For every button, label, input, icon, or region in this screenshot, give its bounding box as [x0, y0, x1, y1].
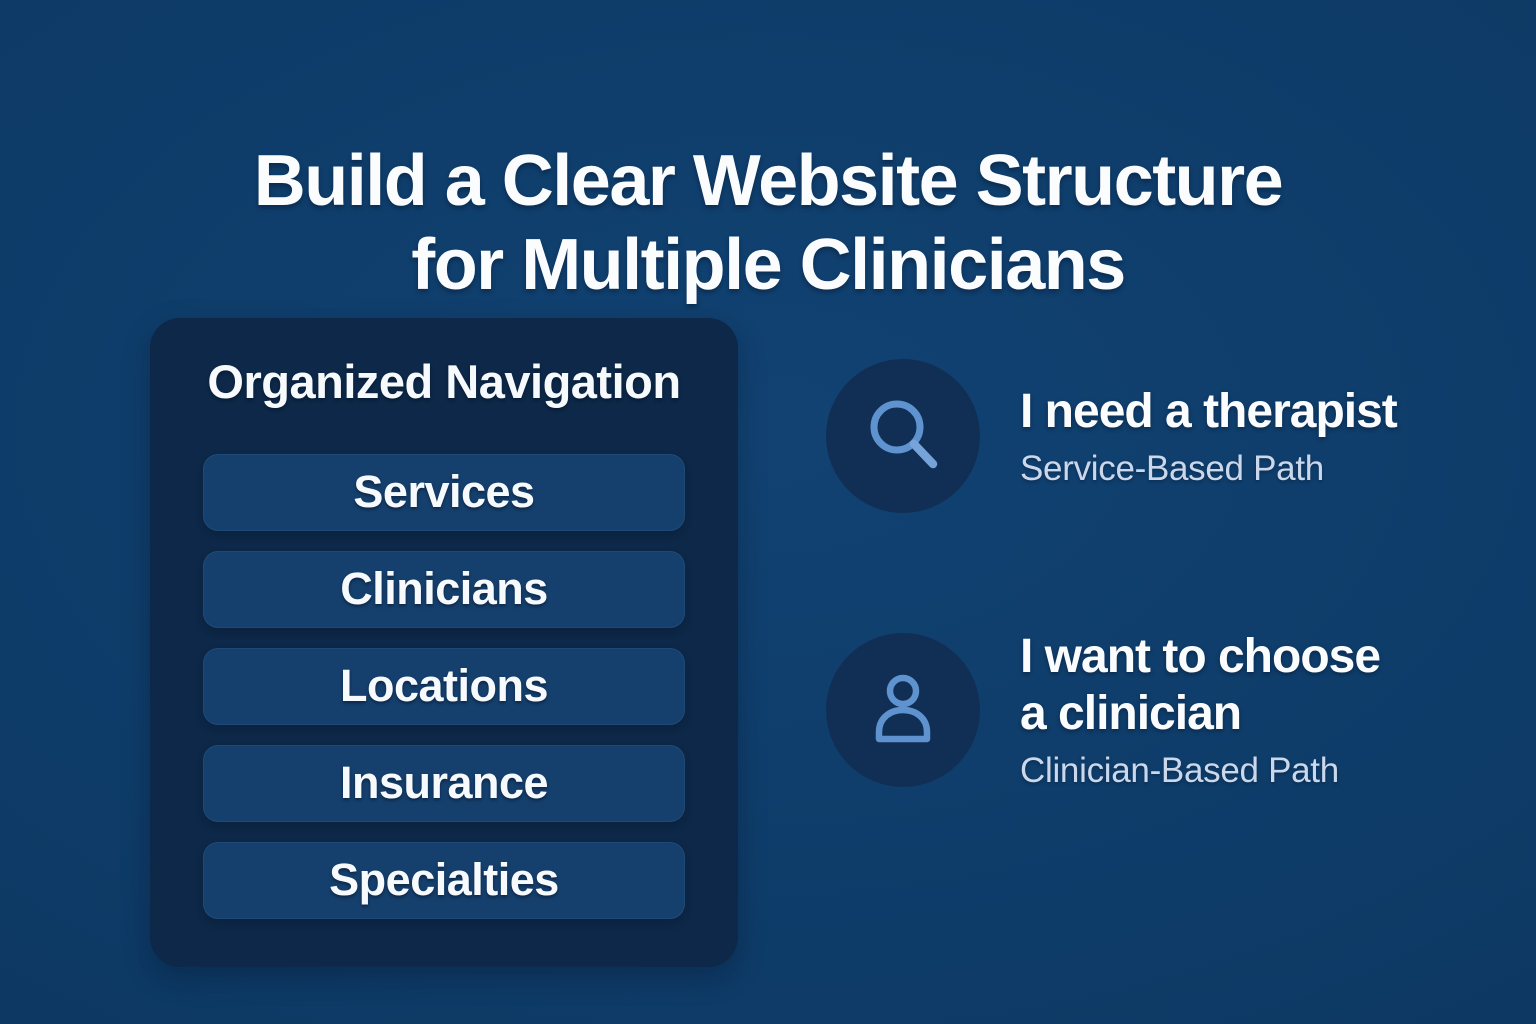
search-icon-circle [826, 359, 980, 513]
organized-navigation-card: Organized Navigation Services Clinicians… [150, 318, 738, 967]
person-icon-circle [826, 632, 980, 787]
clinician-path-title: I want to choose a clinician [1020, 628, 1381, 742]
search-icon [853, 386, 953, 486]
nav-button-locations[interactable]: Locations [203, 647, 685, 725]
page-title: Build a Clear Website Structure for Mult… [0, 140, 1536, 307]
service-path-subtitle: Service-Based Path [1020, 449, 1324, 489]
page-title-line2: for Multiple Clinicians [411, 224, 1126, 305]
nav-button-list: Services Clinicians Locations Insurance … [203, 453, 685, 919]
clinician-path-row: I want to choose a clinician Clinician-B… [826, 628, 1381, 791]
page-title-line1: Build a Clear Website Structure [253, 141, 1284, 222]
nav-button-clinicians[interactable]: Clinicians [203, 550, 685, 628]
clinician-path-title-line1: I want to choose [1020, 630, 1381, 683]
service-path-text: I need a therapist Service-Based Path [1020, 383, 1398, 489]
clinician-path-text: I want to choose a clinician Clinician-B… [1020, 628, 1381, 791]
nav-button-specialties[interactable]: Specialties [203, 841, 685, 919]
service-path-title: I need a therapist [1020, 384, 1398, 438]
clinician-path-title-line2: a clinician [1020, 687, 1242, 741]
clinician-path-subtitle: Clinician-Based Path [1020, 751, 1339, 791]
nav-button-services[interactable]: Services [203, 453, 685, 531]
person-icon [853, 660, 953, 760]
service-path-row: I need a therapist Service-Based Path [826, 359, 1398, 513]
nav-button-insurance[interactable]: Insurance [203, 744, 685, 822]
nav-card-heading: Organized Navigation [207, 355, 681, 408]
